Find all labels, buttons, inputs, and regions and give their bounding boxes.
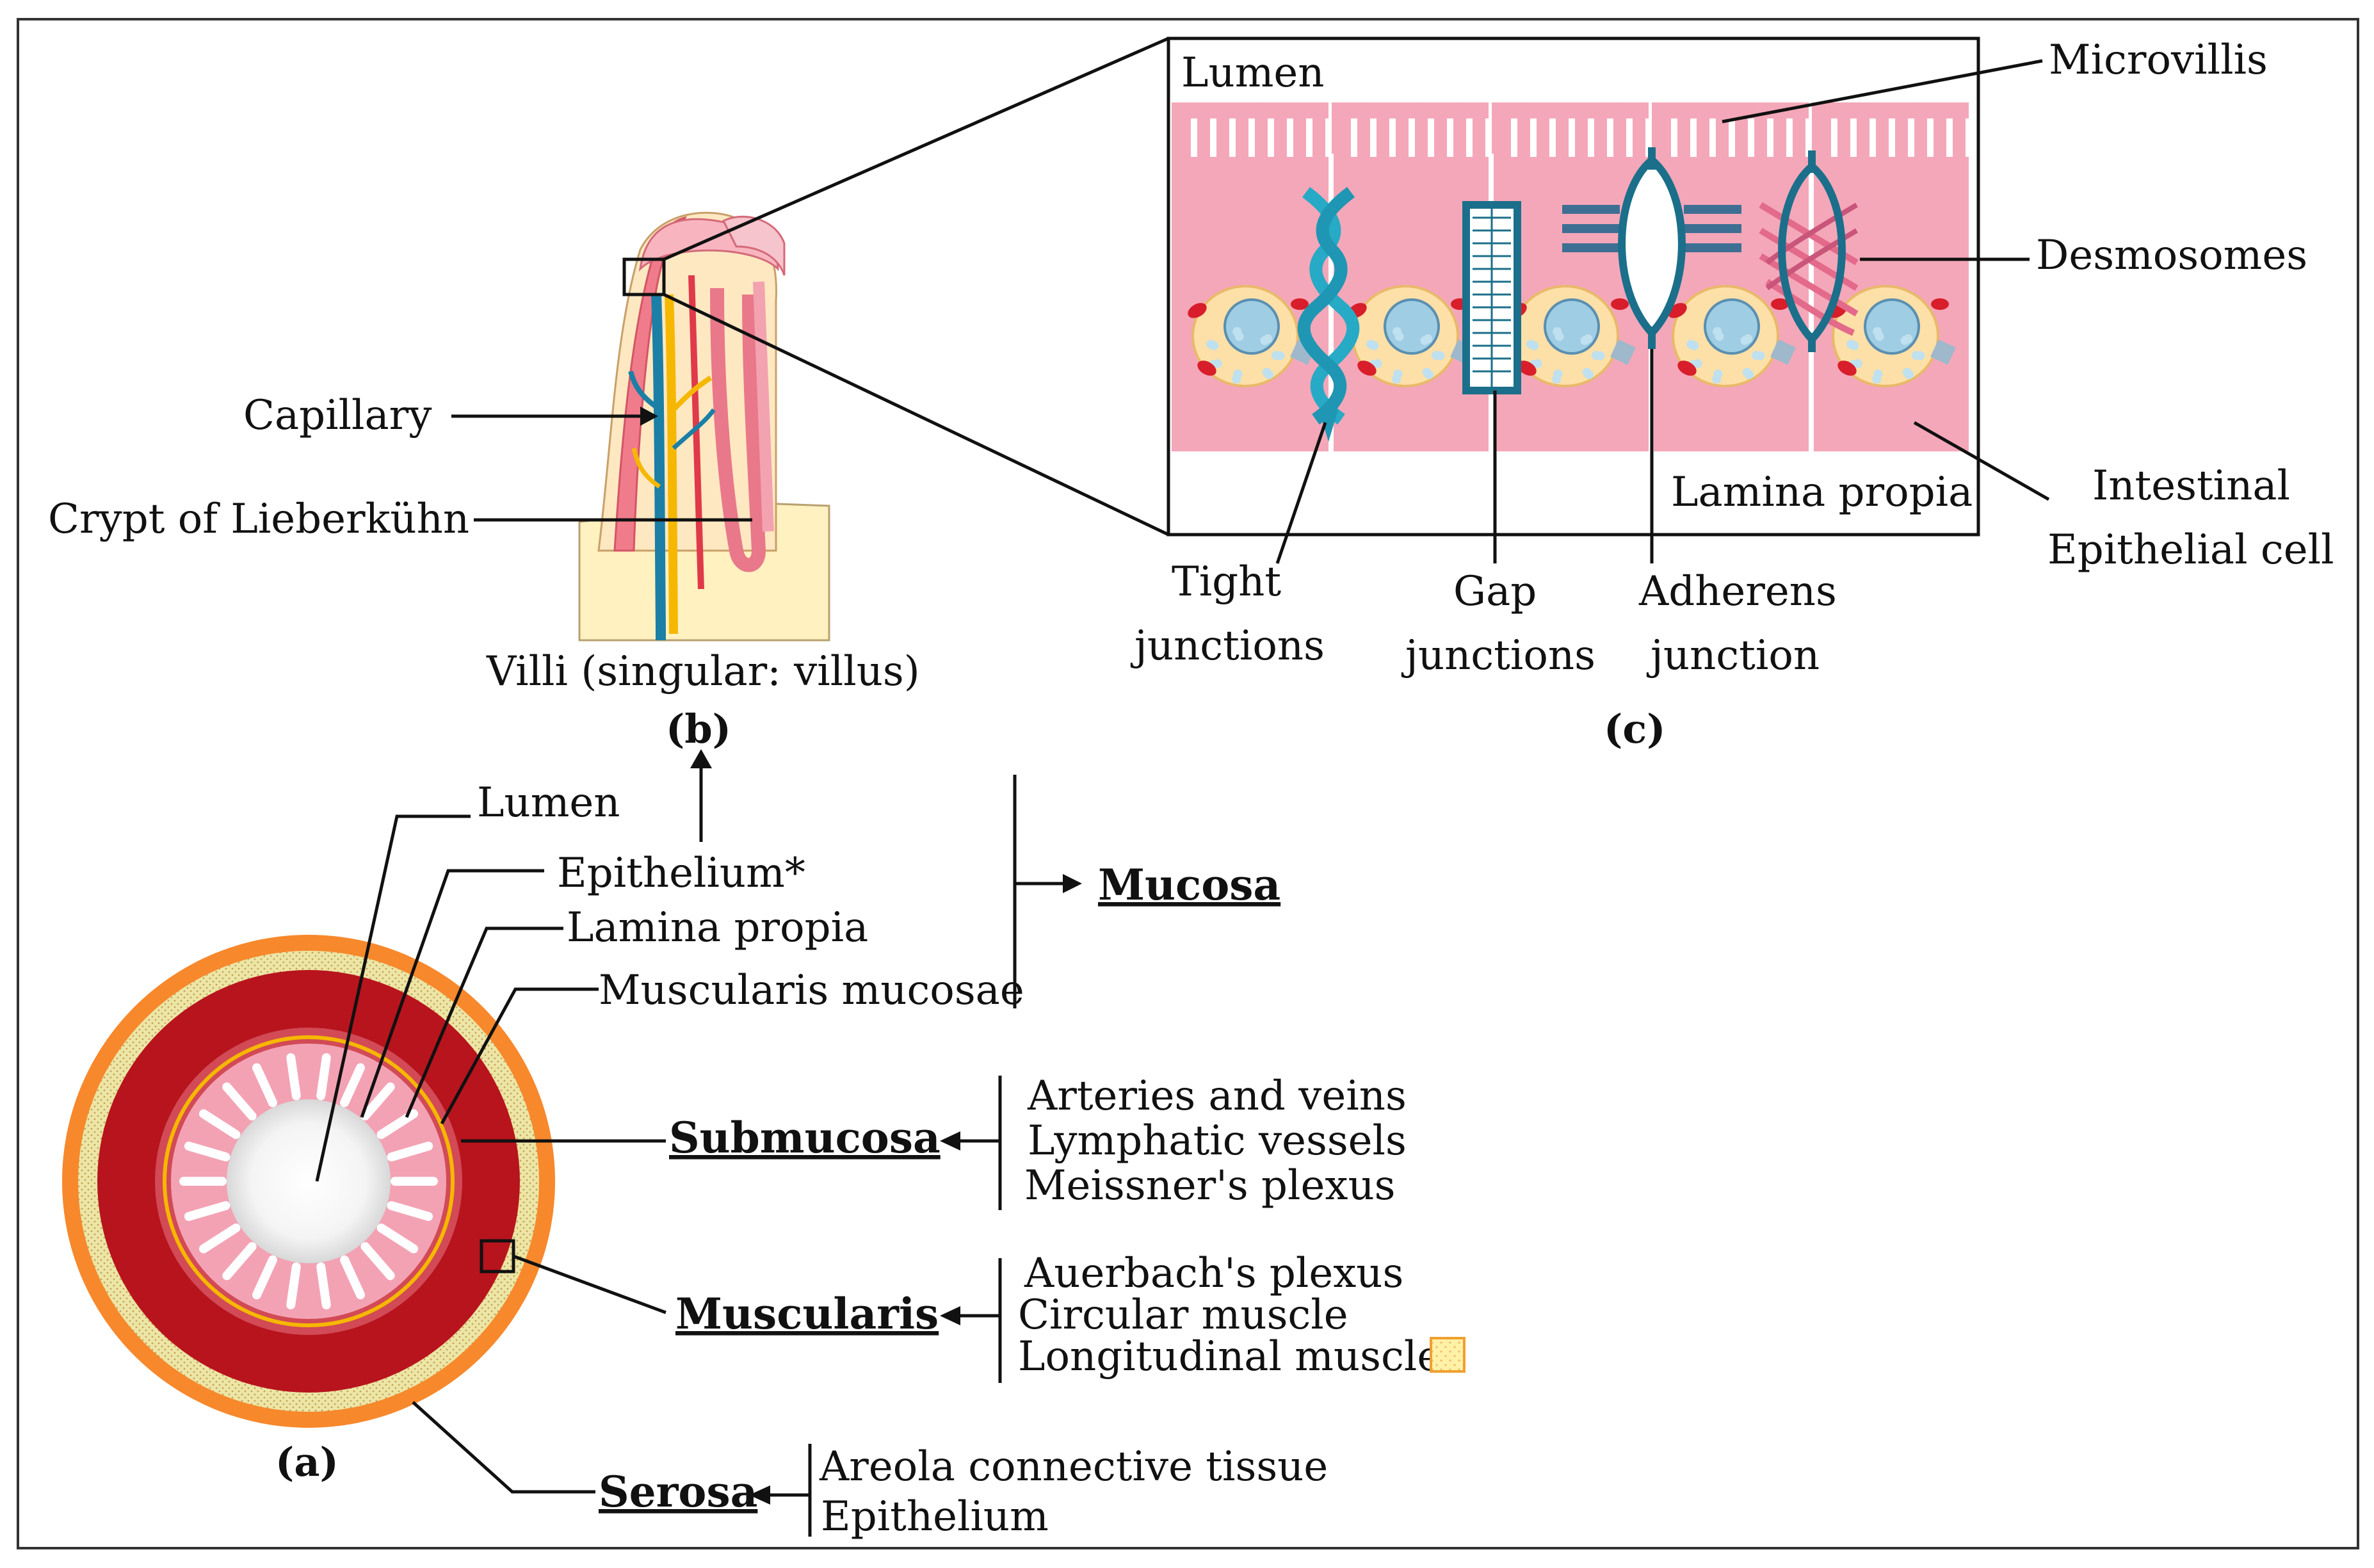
longitudinal-muscle-swatch [1430,1337,1466,1373]
villus-zoom-box [622,257,666,296]
adherens-junction-icon [1562,147,1741,349]
panel-c-lamina-propia-label: Lamina propia [1671,469,1973,516]
adherens-label-line2: junction [1646,632,1820,679]
tight-junction-leader [1275,422,1327,564]
intestine-cross-section [62,935,555,1428]
serosa-item-2: Epithelium [821,1493,1049,1540]
submucosa-item-2: Lymphatic vessels [1028,1117,1407,1165]
epithelium-zoom-panel: Lumen Lamina propia [1167,36,1980,537]
gap-label-line2: junctions [1401,632,1595,679]
villus-illustration [578,211,830,642]
muscularis-arrow [940,1306,960,1325]
serosa-heading: Serosa [599,1467,757,1517]
panel-c-lumen-label: Lumen [1181,49,1325,97]
muscularis-leader [513,1254,666,1314]
lamina-propia-label: Lamina propia [567,904,868,951]
serosa-arrow [749,1485,770,1505]
muscularis-heading: Muscularis [675,1289,939,1339]
muscularis-item-3: Longitudinal muscle [1018,1333,1441,1380]
submucosa-item-1: Arteries and veins [1027,1072,1407,1120]
adherens-label-line1: Adherens [1638,568,1837,615]
submucosa-heading: Submucosa [669,1113,941,1163]
muscularis-item-1: Auerbach's plexus [1024,1250,1403,1297]
epithelial-cell [1172,102,1332,451]
epithelium-label: Epithelium* [557,850,805,897]
lumen-label: Lumen [477,779,620,827]
epithelium-leader [360,869,544,1118]
muscularis-item-2: Circular muscle [1018,1291,1348,1339]
lumen-leader [315,814,471,1182]
mucosa-heading: Mucosa [1098,860,1280,910]
submucosa-item-3: Meissner's plexus [1024,1162,1396,1209]
muscularis-mucosae-label: Muscularis mucosae [599,967,1024,1014]
panel-a-letter: (a) [275,1439,339,1485]
gap-label-line1: Gap [1453,568,1537,615]
villi-caption: Villi (singular: villus) [486,648,920,695]
serosa-leader [412,1401,595,1494]
desmosomes-label: Desmosomes [2036,232,2307,279]
microvillis-label: Microvillis [2049,36,2268,84]
intestinal-cell-leader [1913,421,2050,501]
zoom-line-bottom [663,293,1170,537]
panel-c-letter: (c) [1604,706,1665,752]
desmosome-icon [1759,150,1859,352]
tight-label-line1: Tight [1172,558,1281,606]
microvillis-leader [1722,59,2043,124]
submucosa-arrow [940,1131,960,1151]
lamina-propia-leader [405,926,563,1118]
gap-junction-icon [1462,201,1521,394]
tight-label-line2: junctions [1130,622,1325,670]
muscularis-mucosae-leader [440,987,599,1125]
panel-b-letter: (b) [666,706,731,752]
capillary-label: Capillary [243,392,432,439]
crypt-label: Crypt of Lieberkühn [48,496,469,543]
tight-junction-icon [1297,187,1360,442]
intestinal-label-line1: Intestinal [2092,462,2290,510]
serosa-item-1: Areola connective tissue [819,1443,1328,1491]
intestinal-label-line2: Epithelial cell [2047,526,2334,574]
zoom-line-top [663,36,1170,261]
